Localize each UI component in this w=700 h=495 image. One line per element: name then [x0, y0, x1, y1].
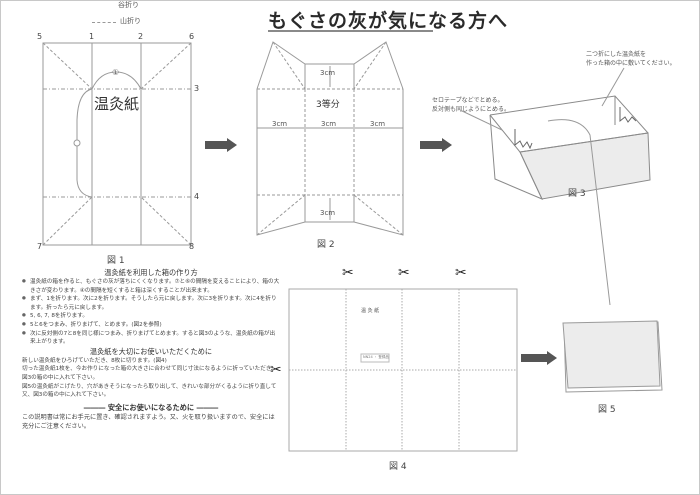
corner-4: 4 — [194, 192, 200, 201]
fig4-sheet-title: 温 灸 紙 — [361, 308, 380, 314]
list-item: まず、1を折ります。次に2を折ります。そうしたら元に戻します。次に3を折ります。… — [22, 295, 280, 312]
corner-3: 3 — [194, 84, 200, 93]
mark-1: ① — [112, 68, 120, 77]
fig2-bottom-dim: 3cm — [320, 209, 336, 217]
legend-valley-fold: 谷折り — [118, 1, 139, 9]
leader-line — [601, 67, 625, 107]
arrow-right-icon — [420, 138, 452, 152]
fig3-note-tape-1: セロテープなどでとめる。 — [432, 97, 504, 104]
scissors-icon: ✂ — [398, 265, 410, 281]
corner-6: 6 — [189, 32, 195, 41]
corner-7: 7 — [37, 242, 43, 251]
rule-left: ――― — [83, 402, 108, 412]
fig2-top-dim: 3cm — [320, 69, 336, 77]
list-item: 次に反対側の7と8を同じ様につまみ、折りまげてとめます。すると図3のような、温灸… — [22, 330, 280, 347]
figure5-diagram — [562, 320, 663, 393]
instructions-block: 温灸紙を利用した箱の作り方 温灸紙の箱を作ると、もぐさの灰が落ちにくくなります。… — [22, 268, 280, 431]
corner-1: 1 — [89, 32, 95, 41]
figure5-label: 図 5 — [598, 405, 616, 415]
safety-text: この説明書は常にお手元に置き、確認されますよう。又、火を取り扱いますので、安全に… — [22, 413, 275, 430]
page-title: もぐさの灰が気になる方へ — [268, 10, 509, 32]
fig2-dim-right: 3cm — [370, 120, 386, 128]
list-item: 5, 6, 7, 8を折ります。 — [22, 312, 280, 321]
paragraph: 新しい温灸紙をひろげていただき、8枚に切ります。(図4) — [22, 357, 167, 364]
section3-title: ――― 安全にお使いになるために ――― — [22, 403, 280, 413]
fig3-note-paper-2: 作った箱の中に敷いてください。 — [586, 60, 676, 67]
figure4-diagram — [288, 288, 518, 452]
paragraph: 切った温灸紙1枚を、今お作りになった箱の大きさに合わせて同じ寸法になるように折っ… — [22, 366, 277, 381]
section1-list: 温灸紙の箱を作ると、もぐさの灰が落ちにくくなります。⑦と⑥の間隔を変えることによ… — [22, 278, 280, 347]
corner-8: 8 — [189, 242, 195, 251]
list-item: 温灸紙の箱を作ると、もぐさの灰が落ちにくくなります。⑦と⑥の間隔を変えることによ… — [22, 278, 280, 295]
paper-label: 温灸紙 — [94, 95, 140, 113]
scissors-icon: ✂ — [342, 265, 354, 281]
arrow-right-icon — [521, 351, 557, 365]
figure2-label: 図 2 — [317, 240, 335, 250]
fig2-dim-left: 3cm — [272, 120, 288, 128]
corner-5: 5 — [37, 32, 43, 41]
section2-title: 温灸紙を大切にお使いいただくために — [89, 346, 213, 356]
scissors-icon: ✂ — [455, 265, 467, 281]
legend-line — [92, 22, 116, 23]
section1-title: 温灸紙を利用した箱の作り方 — [104, 268, 198, 277]
arrow-right-icon — [205, 138, 237, 152]
fig2-dim-center: 3cm — [321, 120, 337, 128]
fig2-center-label: 3等分 — [316, 100, 340, 110]
legend-mountain-fold: 山折り — [120, 17, 141, 25]
fig3-note-tape-2: 反対側も同じようにとめる。 — [432, 106, 511, 113]
leader-line — [459, 109, 503, 131]
title-underline — [268, 30, 433, 32]
figure3-label: 図 3 — [568, 189, 586, 199]
fig4-sheet-stamp: NN24 ・ 登録品 — [363, 355, 389, 359]
figure1-diagram — [42, 42, 192, 246]
scissors-icon: ✂ — [270, 362, 282, 378]
paragraph: 図5の温灸紙がこげたり、穴があきそうになったら取り出して、きれいな部分がくるよう… — [22, 383, 277, 399]
figure3-diagram — [489, 95, 651, 306]
fig3-note-paper-1: 二つ折にした温灸紙を — [586, 51, 647, 58]
list-item: 5と6をつまみ、折りまげて、とめます。(図2を参照) — [22, 321, 280, 330]
figure4-label: 図 4 — [389, 462, 407, 472]
corner-2: 2 — [138, 32, 144, 41]
figure1-label: 図 1 — [107, 256, 125, 266]
figure2-diagram — [256, 41, 404, 236]
section3-title-text: 安全にお使いになるために — [107, 402, 195, 412]
rule-right: ――― — [194, 402, 219, 412]
